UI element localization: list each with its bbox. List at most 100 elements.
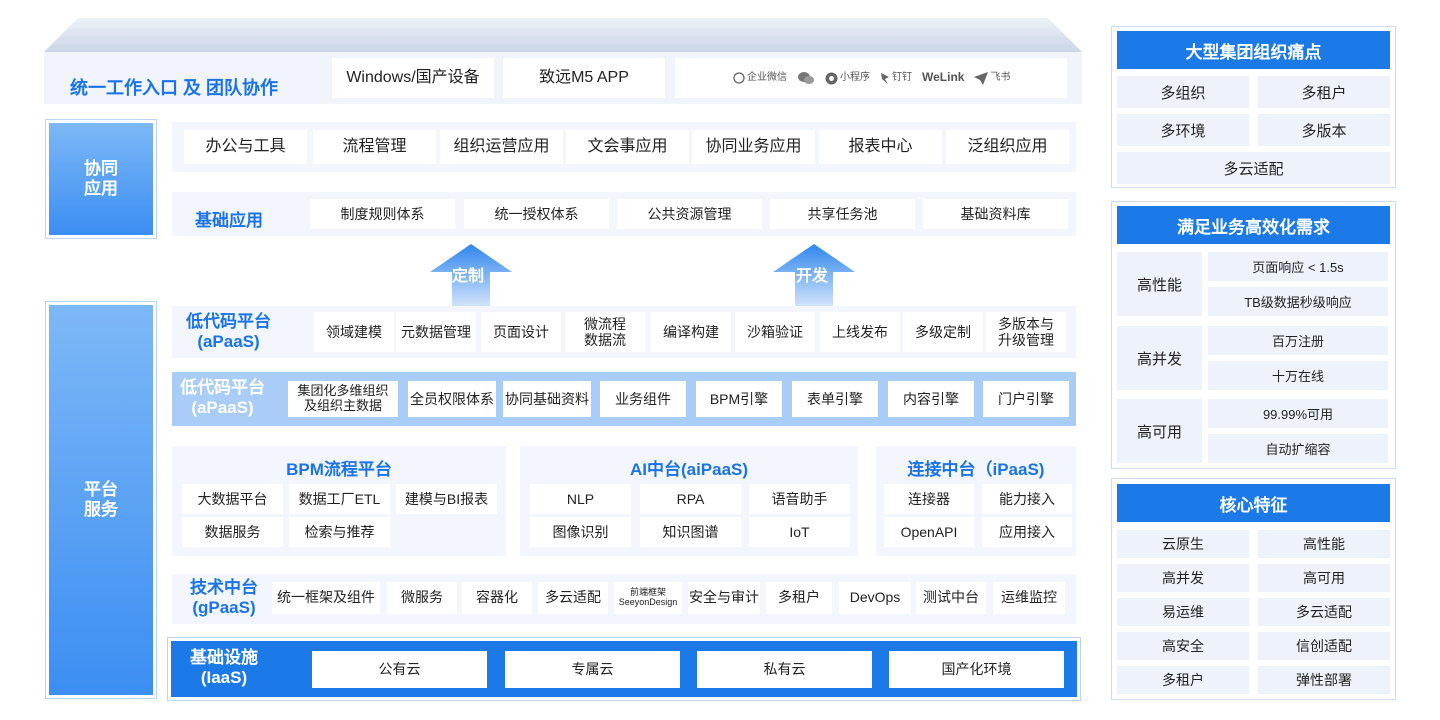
tech-item[interactable]: 多租户 bbox=[766, 582, 832, 614]
efficiency-group-label[interactable]: 高并发 bbox=[1117, 326, 1202, 390]
platform-label: 平台 服务 bbox=[45, 301, 157, 699]
tech-item[interactable]: 运维监控 bbox=[993, 582, 1065, 614]
base-app-item[interactable]: 基础资料库 bbox=[923, 199, 1068, 229]
efficiency-item[interactable]: 自动扩缩容 bbox=[1208, 434, 1388, 463]
m5-app-entry[interactable]: 致远M5 APP bbox=[503, 58, 665, 98]
bpm-item[interactable]: 大数据平台 bbox=[182, 484, 283, 514]
lowcode2-item[interactable]: 表单引擎 bbox=[792, 381, 878, 417]
tech-item[interactable]: 容器化 bbox=[462, 582, 532, 614]
tech-item[interactable]: 测试中台 bbox=[916, 582, 986, 614]
collab-app-item[interactable]: 办公与工具 bbox=[184, 130, 307, 164]
connect-item[interactable]: 能力接入 bbox=[982, 484, 1072, 514]
infra-title: 基础设施 (IaaS) bbox=[190, 648, 258, 688]
pain-item[interactable]: 多租户 bbox=[1258, 76, 1390, 108]
core-item[interactable]: 高安全 bbox=[1117, 632, 1249, 660]
efficiency-item[interactable]: 百万注册 bbox=[1208, 326, 1388, 355]
connect-item[interactable]: 连接器 bbox=[884, 484, 974, 514]
lowcode1-title: 低代码平台 (aPaaS) bbox=[186, 312, 271, 352]
base-app-item[interactable]: 统一授权体系 bbox=[464, 199, 609, 229]
lowcode2-item[interactable]: 内容引擎 bbox=[888, 381, 974, 417]
wecom-icon[interactable]: 企业微信 bbox=[733, 72, 787, 84]
lowcode1-item[interactable]: 上线发布 bbox=[820, 312, 900, 352]
lowcode2-title: 低代码平台 (aPaaS) bbox=[180, 378, 265, 418]
collab-app-item[interactable]: 文会事应用 bbox=[566, 130, 689, 164]
core-item[interactable]: 高并发 bbox=[1117, 564, 1249, 592]
wechat-icon[interactable] bbox=[797, 71, 815, 85]
windows-entry[interactable]: Windows/国产设备 bbox=[332, 58, 494, 98]
lowcode2-item[interactable]: 门户引擎 bbox=[983, 381, 1069, 417]
pain-item[interactable]: 多环境 bbox=[1117, 114, 1249, 146]
lowcode1-item[interactable]: 元数据管理 bbox=[396, 312, 476, 352]
core-item[interactable]: 信创适配 bbox=[1258, 632, 1390, 660]
lowcode1-item[interactable]: 领域建模 bbox=[314, 312, 394, 352]
bpm-item[interactable]: 检索与推荐 bbox=[289, 517, 390, 547]
core-item[interactable]: 高可用 bbox=[1258, 564, 1390, 592]
collab-app-item[interactable]: 泛组织应用 bbox=[946, 130, 1069, 164]
top-bar-title: 统一工作入口 及 团队协作 bbox=[70, 78, 279, 98]
pain-item[interactable]: 多组织 bbox=[1117, 76, 1249, 108]
tech-item[interactable]: 前端框架 SeeyonDesign bbox=[614, 582, 682, 614]
base-app-item[interactable]: 制度规则体系 bbox=[310, 199, 455, 229]
infra-item[interactable]: 专属云 bbox=[505, 651, 680, 688]
infra-item[interactable]: 私有云 bbox=[697, 651, 872, 688]
efficiency-group-label[interactable]: 高可用 bbox=[1117, 399, 1202, 463]
ai-item[interactable]: 知识图谱 bbox=[640, 517, 741, 547]
bpm-item[interactable]: 建模与BI报表 bbox=[396, 484, 497, 514]
efficiency-item[interactable]: TB级数据秒级响应 bbox=[1208, 287, 1388, 316]
pain-title: 大型集团组织痛点 bbox=[1117, 31, 1390, 69]
bpm-item[interactable]: 数据服务 bbox=[182, 517, 283, 547]
infra-item[interactable]: 公有云 bbox=[312, 651, 487, 688]
base-app-item[interactable]: 公共资源管理 bbox=[617, 199, 762, 229]
ai-title: AI中台(aiPaaS) bbox=[629, 460, 749, 479]
efficiency-group-label[interactable]: 高性能 bbox=[1117, 252, 1202, 316]
collab-app-item[interactable]: 流程管理 bbox=[313, 130, 436, 164]
lowcode2-item[interactable]: BPM引擎 bbox=[696, 381, 782, 417]
collab-label: 协同 应用 bbox=[45, 119, 157, 239]
miniprogram-icon[interactable]: 小程序 bbox=[825, 72, 870, 85]
base-app-item[interactable]: 共享任务池 bbox=[770, 199, 915, 229]
core-item[interactable]: 易运维 bbox=[1117, 598, 1249, 626]
lowcode1-item[interactable]: 沙箱验证 bbox=[735, 312, 815, 352]
welink-icon[interactable]: WeLink bbox=[922, 70, 965, 85]
lowcode1-item[interactable]: 编译构建 bbox=[651, 312, 731, 352]
core-title: 核心特征 bbox=[1117, 484, 1390, 522]
core-item[interactable]: 弹性部署 bbox=[1258, 666, 1390, 694]
ai-item[interactable]: IoT bbox=[749, 517, 850, 547]
lowcode2-item[interactable]: 全员权限体系 bbox=[408, 381, 496, 417]
core-item[interactable]: 高性能 bbox=[1258, 530, 1390, 558]
core-item[interactable]: 云原生 bbox=[1117, 530, 1249, 558]
ai-item[interactable]: 图像识别 bbox=[530, 517, 631, 547]
pain-item[interactable]: 多云适配 bbox=[1117, 152, 1390, 184]
tech-item[interactable]: 微服务 bbox=[387, 582, 457, 614]
lowcode1-item[interactable]: 页面设计 bbox=[481, 312, 561, 352]
lowcode2-item[interactable]: 协同基础资料 bbox=[503, 381, 591, 417]
infra-item[interactable]: 国产化环境 bbox=[889, 651, 1064, 688]
ai-item[interactable]: NLP bbox=[530, 484, 631, 514]
core-item[interactable]: 多租户 bbox=[1117, 666, 1249, 694]
lowcode2-item[interactable]: 集团化多维组织 及组织主数据 bbox=[288, 381, 398, 417]
dingtalk-icon[interactable]: 钉钉 bbox=[880, 72, 912, 85]
tech-item[interactable]: 安全与审计 bbox=[688, 582, 760, 614]
lowcode1-item[interactable]: 多版本与 升级管理 bbox=[986, 312, 1066, 352]
collab-app-item[interactable]: 协同业务应用 bbox=[692, 130, 815, 164]
efficiency-item[interactable]: 99.99%可用 bbox=[1208, 399, 1388, 428]
core-item[interactable]: 多云适配 bbox=[1258, 598, 1390, 626]
tech-item[interactable]: 统一框架及组件 bbox=[272, 582, 380, 614]
connect-item[interactable]: OpenAPI bbox=[884, 517, 974, 547]
bpm-item[interactable]: 数据工厂ETL bbox=[289, 484, 390, 514]
lowcode1-item[interactable]: 多级定制 bbox=[903, 312, 983, 352]
connect-item[interactable]: 应用接入 bbox=[982, 517, 1072, 547]
ai-item[interactable]: 语音助手 bbox=[749, 484, 850, 514]
lowcode2-item[interactable]: 业务组件 bbox=[600, 381, 686, 417]
efficiency-item[interactable]: 十万在线 bbox=[1208, 361, 1388, 390]
integration-strip: 企业微信 小程序 钉钉 WeLink 飞书 bbox=[675, 58, 1067, 98]
ai-item[interactable]: RPA bbox=[640, 484, 741, 514]
collab-app-item[interactable]: 组织运营应用 bbox=[440, 130, 563, 164]
pain-item[interactable]: 多版本 bbox=[1258, 114, 1390, 146]
feishu-icon[interactable]: 飞书 bbox=[974, 71, 1010, 85]
efficiency-item[interactable]: 页面响应 < 1.5s bbox=[1208, 252, 1388, 281]
lowcode1-item[interactable]: 微流程 数据流 bbox=[565, 312, 645, 352]
tech-item[interactable]: 多云适配 bbox=[538, 582, 608, 614]
tech-item[interactable]: DevOps bbox=[839, 582, 911, 614]
collab-app-item[interactable]: 报表中心 bbox=[819, 130, 942, 164]
